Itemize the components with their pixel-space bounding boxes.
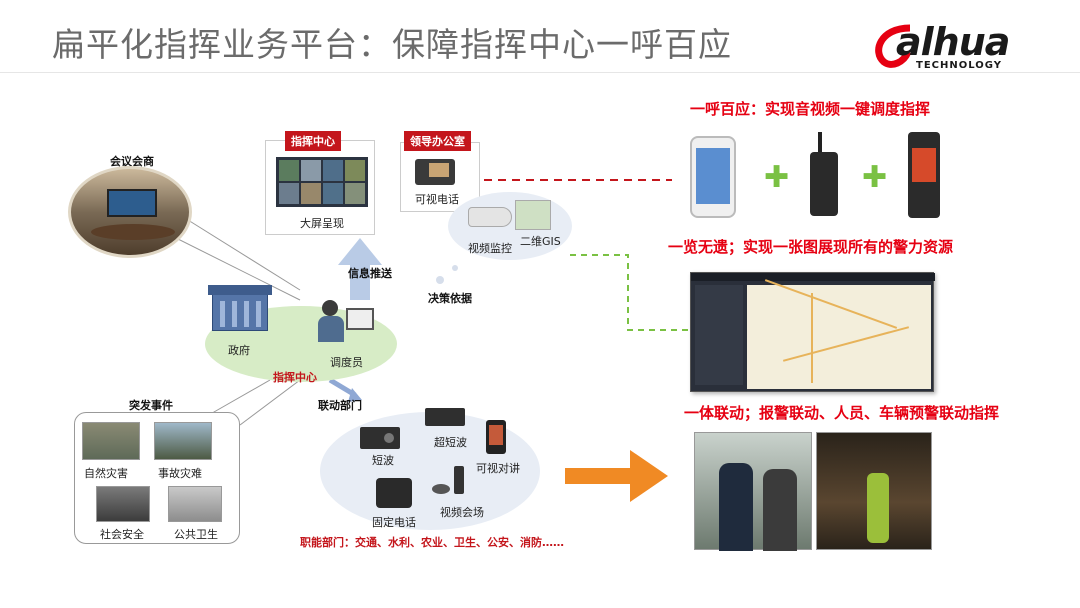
smartphone-image xyxy=(690,136,736,218)
event-label: 事故灾难 xyxy=(158,467,202,480)
video-conference-icon xyxy=(432,466,468,496)
video-intercom-label: 可视对讲 xyxy=(476,462,520,475)
plus-icon: ✚ xyxy=(862,160,888,195)
ultrashortwave-label: 超短波 xyxy=(434,436,467,449)
heading-one-map: 一览无遗；实现一张图展现所有的警力资源 xyxy=(668,238,954,256)
meeting-connector xyxy=(179,214,301,291)
event-label: 自然灾害 xyxy=(84,467,128,480)
dispatcher-icon xyxy=(318,300,378,346)
ultrashortwave-radio-icon xyxy=(425,408,465,426)
big-screen-label: 大屏呈现 xyxy=(300,217,344,230)
orange-arrow xyxy=(565,450,668,502)
emergency-events-label: 突发事件 xyxy=(129,399,173,412)
slide-title: 扁平化指挥业务平台：保障指挥中心一呼百应 xyxy=(52,25,732,64)
fixed-phone-label: 固定电话 xyxy=(372,516,416,529)
heading-linkage: 一体联动；报警联动、人员、车辆预警联动指挥 xyxy=(684,404,1000,422)
meeting-connector xyxy=(169,234,301,301)
video-intercom-icon xyxy=(486,420,506,454)
natural-disaster-image xyxy=(82,422,140,460)
meeting-label: 会议会商 xyxy=(110,155,154,168)
shortwave-radio-icon xyxy=(360,427,400,449)
event-label: 公共卫生 xyxy=(174,528,218,541)
meeting-room-image xyxy=(68,166,192,258)
dispatcher-label: 调度员 xyxy=(330,356,363,369)
police-photo-2 xyxy=(816,432,932,550)
events-connector xyxy=(239,379,301,426)
command-center-tag: 指挥中心 xyxy=(285,131,341,151)
walkie-talkie-image xyxy=(810,132,838,216)
gis-map-screenshot xyxy=(690,272,935,392)
info-push-arrow xyxy=(338,238,382,300)
map-icon xyxy=(515,200,551,230)
police-photo-1 xyxy=(694,432,812,551)
video-monitor-label: 视频监控 xyxy=(468,242,512,255)
government-building-icon xyxy=(208,283,272,333)
plus-icon: ✚ xyxy=(764,160,790,195)
video-conference-label: 视频会场 xyxy=(440,506,484,519)
meeting-screen xyxy=(107,189,157,217)
logo-swoosh-icon xyxy=(875,24,912,68)
linked-depts-label: 联动部门 xyxy=(318,399,362,412)
green-dashed-link xyxy=(570,254,690,331)
handheld-terminal-image xyxy=(908,132,940,218)
info-push-label: 信息推送 xyxy=(348,267,392,280)
event-label: 社会安全 xyxy=(100,528,144,541)
leader-office-tag: 领导办公室 xyxy=(404,131,471,151)
video-phone-icon xyxy=(415,159,455,185)
camera-icon xyxy=(468,207,512,227)
government-label: 政府 xyxy=(228,344,250,357)
meeting-table xyxy=(91,224,175,240)
shortwave-label: 短波 xyxy=(372,454,394,467)
logo-wordmark: alhua xyxy=(896,20,1010,64)
accident-disaster-image xyxy=(154,422,212,460)
title-divider xyxy=(0,72,1080,73)
brand-logo: alhua TECHNOLOGY xyxy=(870,18,1050,76)
video-phone-label: 可视电话 xyxy=(415,193,459,206)
fixed-phone-icon xyxy=(376,478,412,508)
command-center-panel: 大屏呈现 xyxy=(265,140,375,235)
logo-tagline: TECHNOLOGY xyxy=(916,60,1002,71)
heading-one-call: 一呼百应：实现音视频一键调度指挥 xyxy=(690,100,931,118)
public-health-image xyxy=(168,486,222,522)
functional-depts-label: 职能部门：交通、水利、农业、卫生、公安、消防…… xyxy=(300,536,564,549)
video-wall-image xyxy=(276,157,368,207)
gis-label: 二维GIS xyxy=(520,235,561,248)
command-center-label: 指挥中心 xyxy=(273,371,317,384)
decision-basis-label: 决策依据 xyxy=(428,292,472,305)
social-security-image xyxy=(96,486,150,522)
